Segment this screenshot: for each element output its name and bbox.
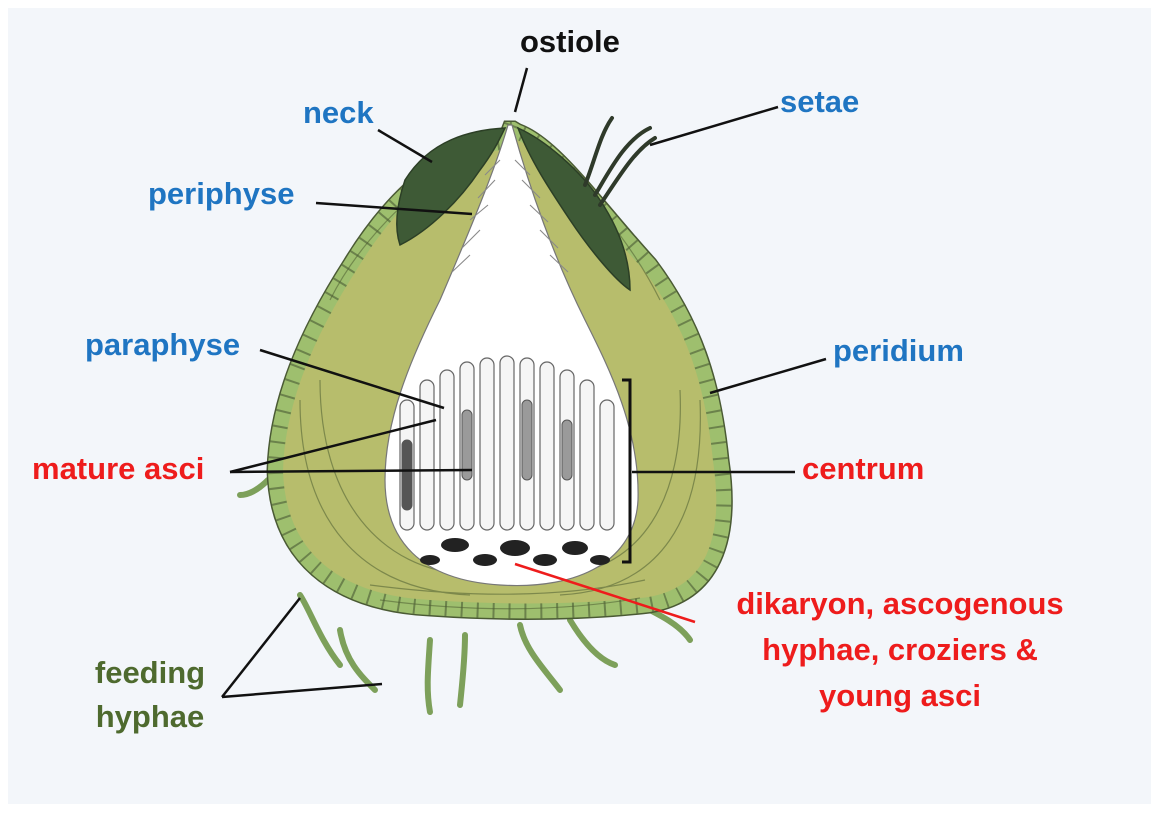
- neck-label: neck: [303, 95, 374, 131]
- setae-label: setae: [780, 84, 859, 120]
- dikaryon-label-line-1: dikaryon, ascogenous: [700, 586, 1100, 622]
- periphyse-label: periphyse: [148, 176, 294, 212]
- ostiole-label: ostiole: [520, 24, 620, 60]
- peridium-label: peridium: [833, 333, 964, 369]
- dikaryon-label-line-2: hyphae, croziers &: [700, 632, 1100, 668]
- paraphyse-label: paraphyse: [85, 327, 240, 363]
- setae-bristles: [585, 118, 655, 205]
- feeding-hyphae-label-line-2: hyphae: [60, 699, 240, 735]
- mature-asci-label: mature asci: [32, 451, 204, 487]
- feeding-hyphae-label-line-1: feeding: [60, 655, 240, 691]
- feeding-hyphae-label: feeding hyphae: [60, 655, 240, 735]
- dikaryon-label: dikaryon, ascogenous hyphae, croziers & …: [700, 586, 1100, 714]
- centrum-asci: [400, 356, 614, 530]
- dikaryon-label-line-3: young asci: [700, 678, 1100, 714]
- centrum-label: centrum: [802, 451, 924, 487]
